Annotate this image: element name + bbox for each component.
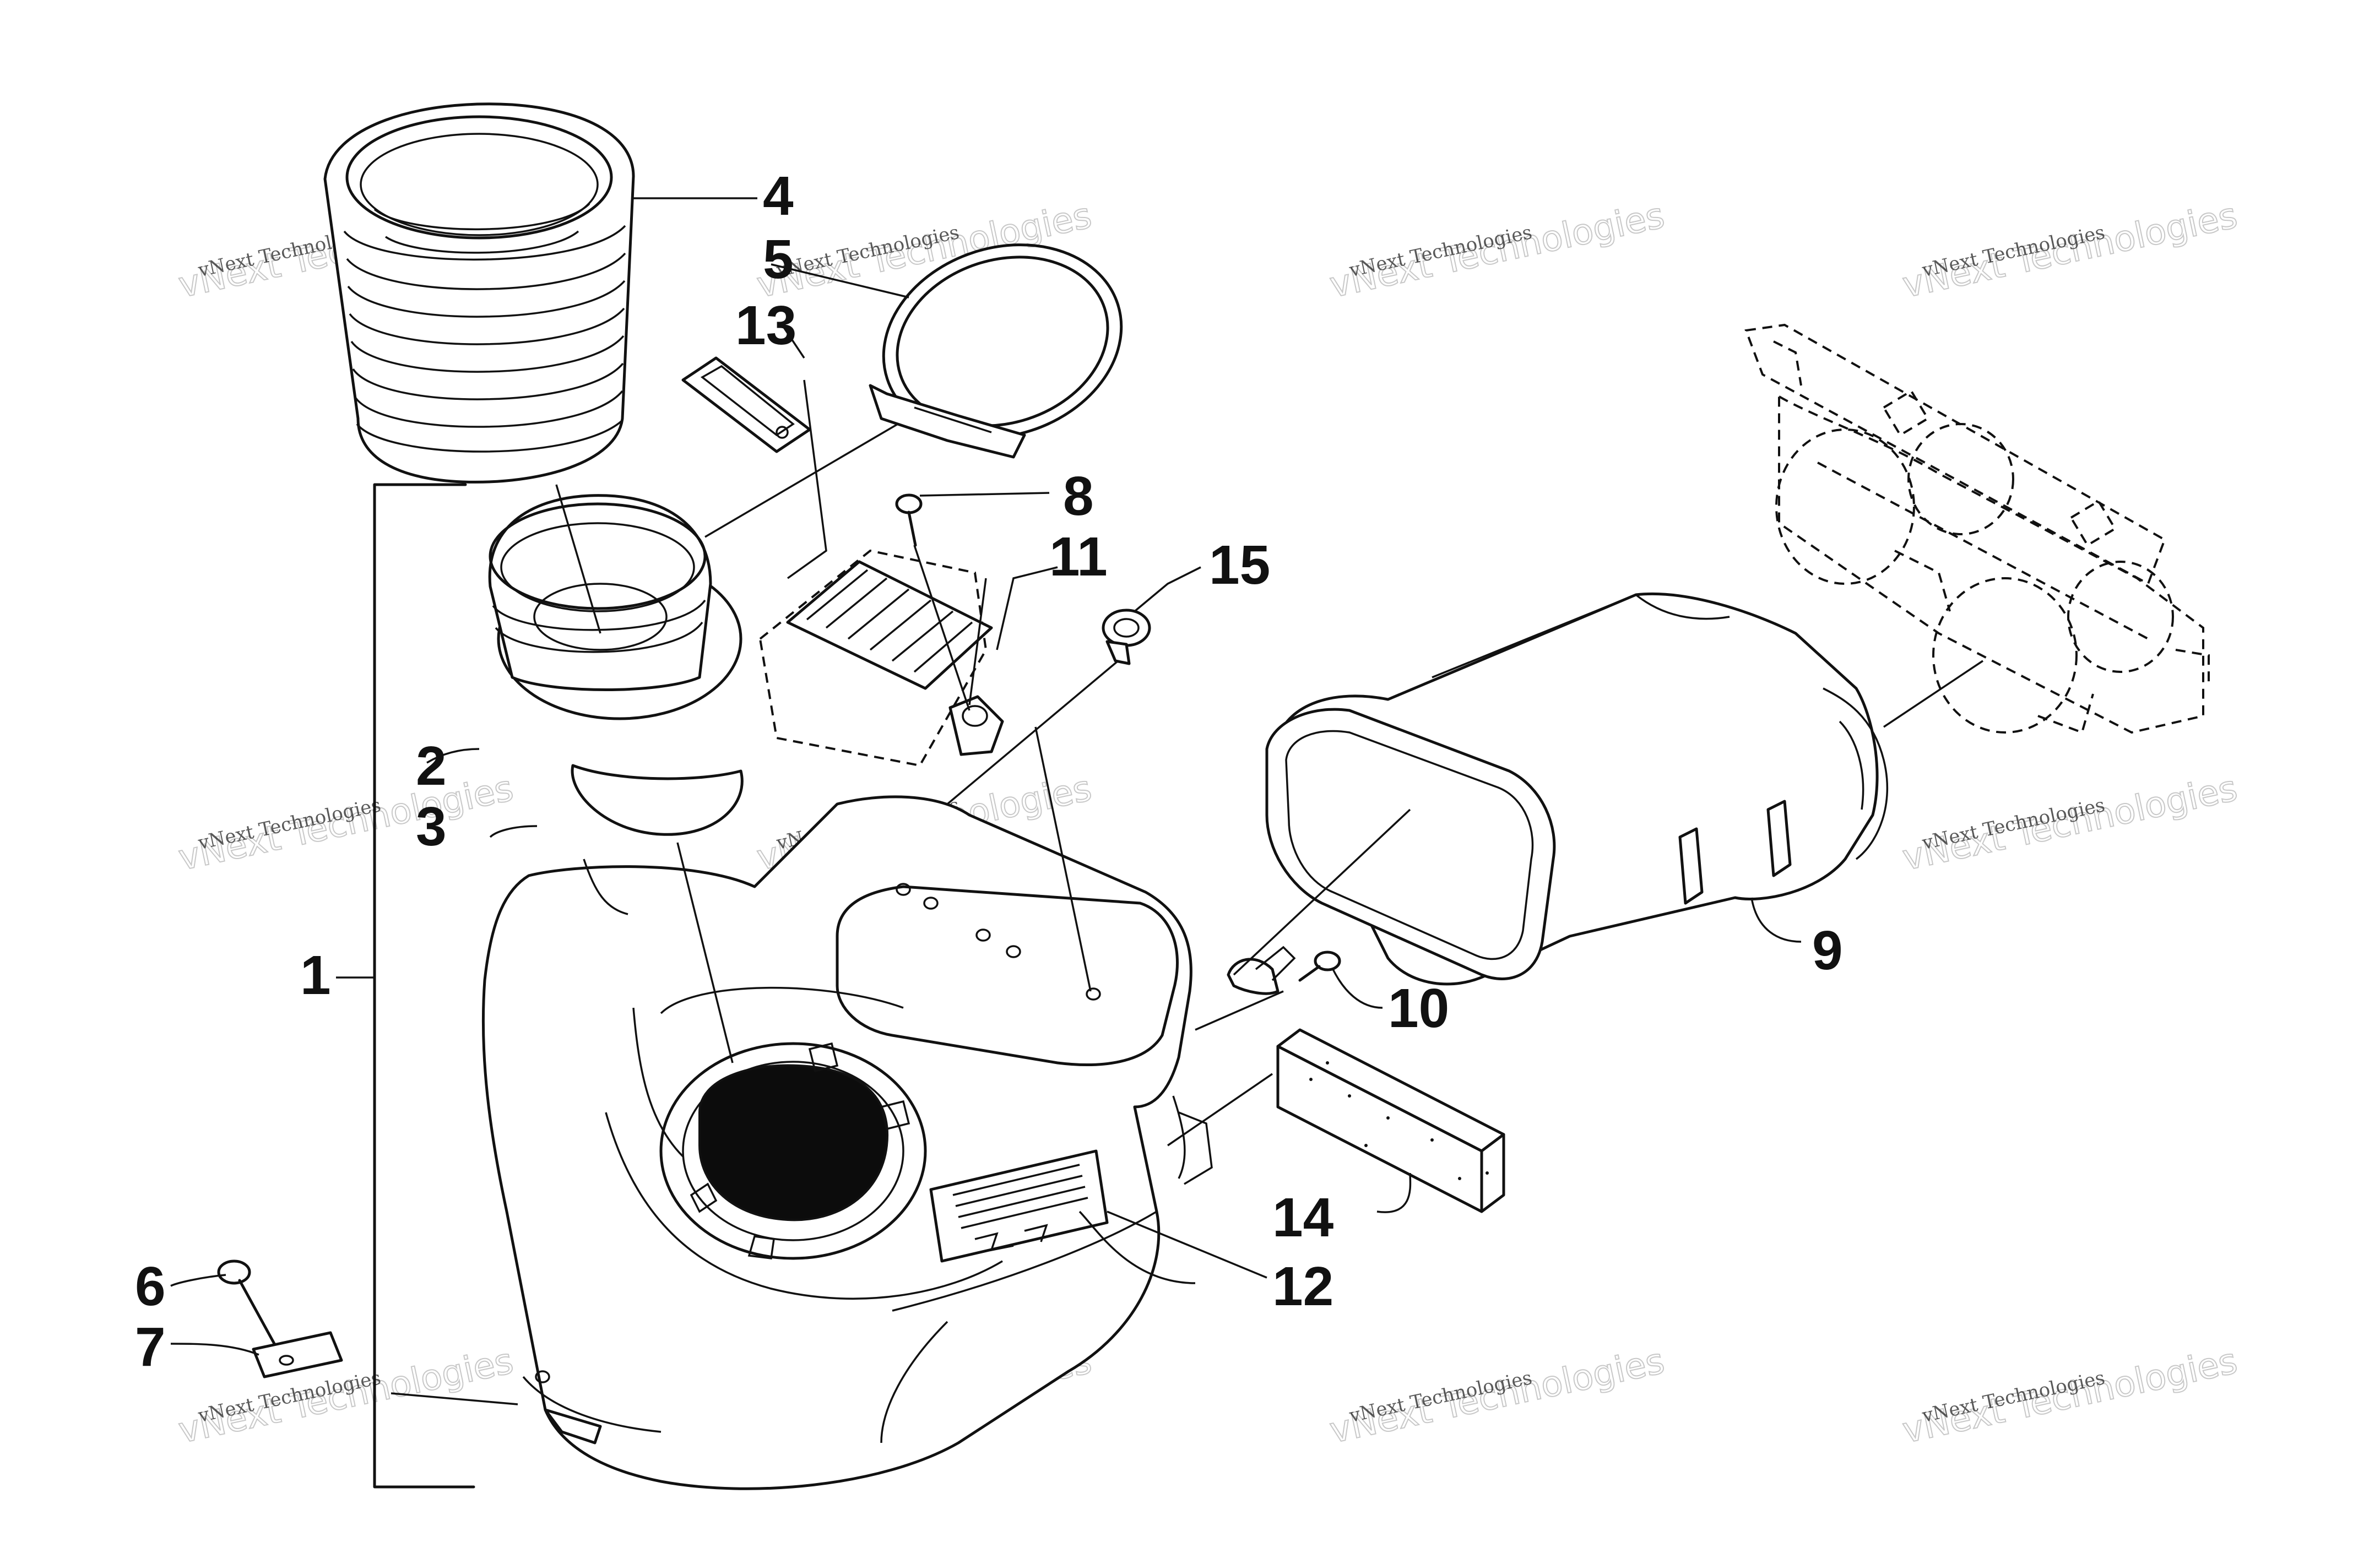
watermark-outline: vNext Technologies bbox=[175, 1341, 517, 1452]
watermark: vNext Technologies vNext Technologies bbox=[1899, 1340, 2241, 1452]
callout-14: 14 bbox=[1272, 1187, 1334, 1248]
part-13-strap bbox=[681, 356, 811, 453]
part-14-foam-block bbox=[1276, 1028, 1505, 1213]
callout-1: 1 bbox=[300, 944, 331, 1006]
part-4-bellows-boot bbox=[323, 102, 635, 484]
callout-13: 13 bbox=[735, 295, 796, 356]
part-11-label-panel bbox=[758, 549, 1004, 767]
part-8-screw bbox=[895, 493, 923, 547]
callout-4: 4 bbox=[763, 165, 794, 227]
callout-11: 11 bbox=[1049, 526, 1108, 588]
watermark: vNext Technologies vNext Technologies bbox=[753, 195, 1096, 307]
callout-labels: 1 2 3 4 5 6 7 8 9 10 11 12 13 14 15 bbox=[135, 165, 1843, 1378]
watermark-outline: vNext Technologies bbox=[1326, 1341, 1668, 1452]
callout-6: 6 bbox=[135, 1256, 166, 1317]
watermark-outline: vNext Technologies bbox=[1899, 768, 2241, 879]
callout-8: 8 bbox=[1063, 465, 1094, 527]
assembly-bracket bbox=[336, 483, 475, 1489]
callout-10: 10 bbox=[1388, 978, 1449, 1039]
throttle-body-reference bbox=[1744, 323, 2210, 734]
watermark-outline: vNext Technologies bbox=[175, 768, 517, 879]
watermark-outline: vNext Technologies bbox=[1899, 196, 2241, 306]
watermark-outline: vNext Technologies bbox=[1326, 196, 1668, 306]
watermark: vNext Technologies vNext Technologies bbox=[1899, 195, 2241, 307]
callout-2: 2 bbox=[416, 735, 447, 797]
callout-7: 7 bbox=[135, 1316, 166, 1378]
callout-15: 15 bbox=[1209, 534, 1270, 596]
part-3-air-box bbox=[481, 795, 1213, 1490]
watermark: vNext Technologies vNext Technologies bbox=[1899, 768, 2241, 879]
part-10-clamp-screw bbox=[1227, 946, 1341, 995]
watermark-outline: vNext Technologies bbox=[1899, 1341, 2241, 1452]
watermark: vNext Technologies vNext Technologies bbox=[1326, 195, 1668, 307]
part-9-intake-duct bbox=[1265, 592, 1889, 986]
leader-lines bbox=[170, 197, 1983, 1405]
callout-12: 12 bbox=[1272, 1256, 1333, 1317]
callout-9: 9 bbox=[1812, 920, 1843, 981]
part-15-clip bbox=[1102, 609, 1151, 665]
callout-3: 3 bbox=[416, 796, 447, 857]
watermark: vNext Technologies vNext Technologies bbox=[175, 768, 517, 879]
watermark-outline: vNext Technologies bbox=[753, 196, 1095, 306]
callout-5: 5 bbox=[763, 229, 794, 290]
part-2-inlet-adapter bbox=[488, 494, 744, 836]
watermark: vNext Technologies vNext Technologies bbox=[175, 1340, 517, 1452]
part-7-clip-plate bbox=[252, 1331, 343, 1378]
watermark: vNext Technologies vNext Technologies bbox=[1326, 1340, 1668, 1452]
part-5-clamp-band bbox=[869, 243, 1123, 459]
